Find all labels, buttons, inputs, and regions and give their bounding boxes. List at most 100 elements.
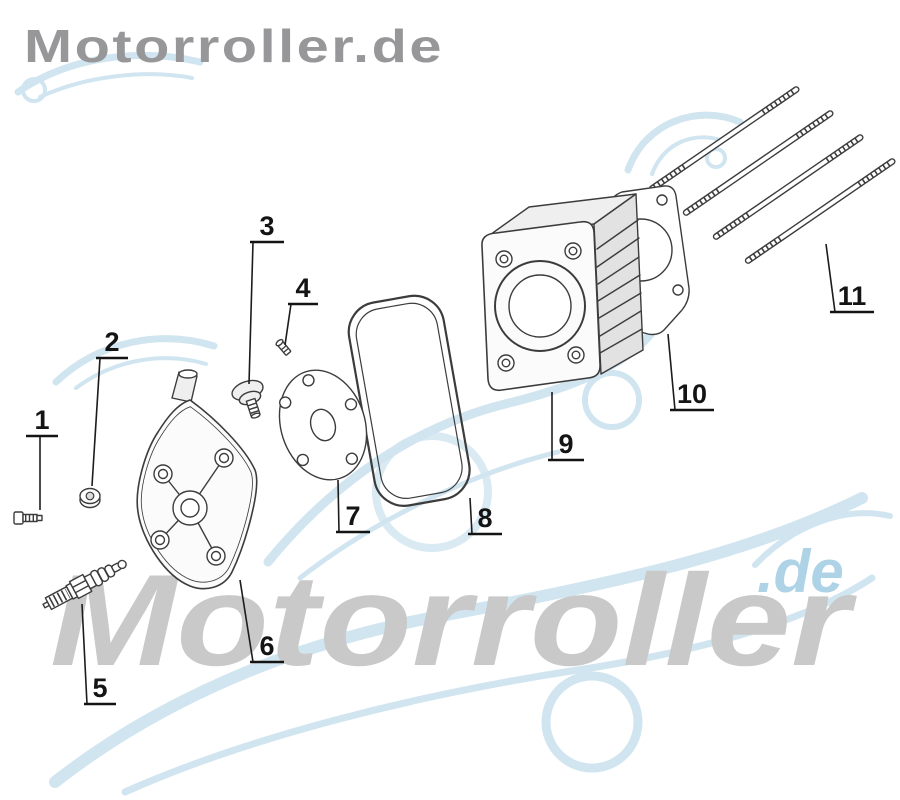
stud-thread bbox=[686, 187, 722, 214]
cooling-fin-line bbox=[597, 274, 641, 302]
cooling-fin-line bbox=[596, 219, 639, 250]
leader-line-10 bbox=[667, 333, 676, 411]
head-bolt-hole-inner bbox=[501, 358, 511, 368]
watermark-domain-suffix: .de bbox=[757, 538, 844, 605]
plate-hole bbox=[279, 396, 292, 409]
stud-bolt bbox=[648, 86, 800, 192]
swoosh-curve bbox=[74, 356, 208, 390]
spark-plug-terminal-knob bbox=[117, 559, 127, 570]
part-5-spark-plug bbox=[42, 559, 127, 611]
cover-center-boss-inner bbox=[180, 498, 200, 518]
swoosh-curve bbox=[38, 72, 194, 99]
plug-tip bbox=[36, 514, 43, 522]
gasket-ring-inner bbox=[355, 302, 463, 499]
cover-center-boss bbox=[172, 490, 208, 526]
part-label-5: 5 bbox=[92, 673, 107, 703]
header-logo-text: Motorroller.de bbox=[24, 20, 444, 72]
swoosh-wheel bbox=[21, 77, 47, 103]
part-11-stud-bolts bbox=[648, 86, 896, 264]
stud-thread bbox=[652, 163, 688, 190]
part-9-cylinder-head bbox=[481, 193, 644, 392]
part-label-4: 4 bbox=[295, 273, 310, 303]
cover-inner-edge bbox=[140, 406, 253, 583]
plate-center-opening bbox=[309, 408, 337, 442]
leader-line-8 bbox=[469, 497, 473, 535]
stud-thread bbox=[857, 160, 893, 187]
nut-hole bbox=[85, 491, 95, 501]
leader-line-2 bbox=[91, 357, 101, 487]
part-label-3: 3 bbox=[259, 211, 274, 241]
part-label-2: 2 bbox=[104, 327, 119, 357]
gasket-hole bbox=[656, 194, 668, 206]
swoosh-wheel bbox=[372, 432, 492, 552]
head-bolt-hole bbox=[495, 250, 513, 268]
stud-bolt bbox=[744, 158, 896, 264]
cover-stub-pipe bbox=[171, 371, 198, 403]
screw-head bbox=[275, 338, 284, 347]
stud-shaft bbox=[712, 134, 864, 240]
head-bore-outer bbox=[494, 260, 586, 352]
swoosh-wheel bbox=[705, 147, 727, 169]
part-3-valve-cap bbox=[231, 379, 264, 419]
cap-thread bbox=[248, 402, 259, 415]
stud-shaft bbox=[682, 110, 834, 216]
stud-thread bbox=[825, 136, 861, 163]
swoosh-curve bbox=[49, 492, 868, 788]
labels-group: 1 2 3 4 5 6 7 8 9 10 11 bbox=[26, 211, 874, 706]
plate-outline bbox=[278, 369, 368, 481]
cooling-fin-line bbox=[599, 310, 642, 337]
head-bolt-hole-inner bbox=[571, 350, 581, 360]
part-label-8: 8 bbox=[477, 503, 492, 533]
swoosh-curve bbox=[650, 135, 722, 176]
cover-bolt-hole bbox=[154, 534, 166, 546]
head-bore-inner bbox=[508, 274, 572, 338]
part-6-cylinder-head-cover bbox=[136, 369, 258, 590]
cover-bolt-hole bbox=[210, 550, 222, 562]
stud-thread bbox=[795, 112, 831, 139]
plate-hole bbox=[302, 374, 315, 387]
spark-plug-hex-edge bbox=[71, 579, 87, 589]
part-4-screw bbox=[275, 338, 292, 356]
stud-bolt bbox=[682, 110, 834, 216]
swoosh-curve bbox=[52, 335, 218, 386]
swoosh-wheel bbox=[541, 671, 643, 773]
leader-line-7 bbox=[337, 479, 340, 533]
leader-line-11 bbox=[825, 243, 836, 313]
stud-thread bbox=[761, 88, 797, 115]
cover-bolt-hole bbox=[218, 452, 230, 464]
head-bolt-hole bbox=[497, 354, 515, 372]
cover-bolt-boss bbox=[150, 530, 170, 550]
gasket-hole bbox=[672, 284, 684, 296]
cover-bolt-boss bbox=[214, 448, 234, 468]
stud-thread bbox=[716, 211, 752, 238]
part-label-6: 6 bbox=[259, 631, 274, 661]
stud-thread bbox=[748, 235, 784, 262]
head-bolt-hole bbox=[567, 346, 585, 364]
spark-plug-hex-edge bbox=[74, 584, 90, 594]
cap-tip bbox=[250, 412, 261, 419]
swoosh-curve bbox=[121, 574, 876, 796]
part-label-11: 11 bbox=[838, 281, 867, 311]
part-7-plate-gasket bbox=[278, 369, 368, 481]
head-bolt-hole-inner bbox=[499, 254, 509, 264]
parts-group bbox=[13, 86, 896, 611]
stud-bolt bbox=[712, 134, 864, 240]
plate-hole bbox=[345, 452, 359, 465]
leader-line-3 bbox=[248, 241, 254, 385]
gasket-ring-outer bbox=[347, 294, 471, 507]
cooling-fin-line bbox=[596, 237, 640, 268]
stud-shaft bbox=[744, 158, 896, 264]
cover-stub-top bbox=[178, 369, 198, 379]
swoosh-curve bbox=[624, 111, 744, 174]
spark-plug-thread bbox=[48, 588, 71, 608]
plug-head bbox=[13, 511, 24, 525]
swoosh-wheel bbox=[582, 370, 642, 430]
cooling-fin-line bbox=[599, 328, 643, 354]
cooling-fin-line bbox=[597, 256, 640, 285]
leader-line-4 bbox=[284, 303, 292, 346]
head-bolt-hole bbox=[564, 242, 582, 260]
part-1-screw-plug bbox=[13, 511, 43, 525]
plate-hole bbox=[344, 398, 358, 411]
